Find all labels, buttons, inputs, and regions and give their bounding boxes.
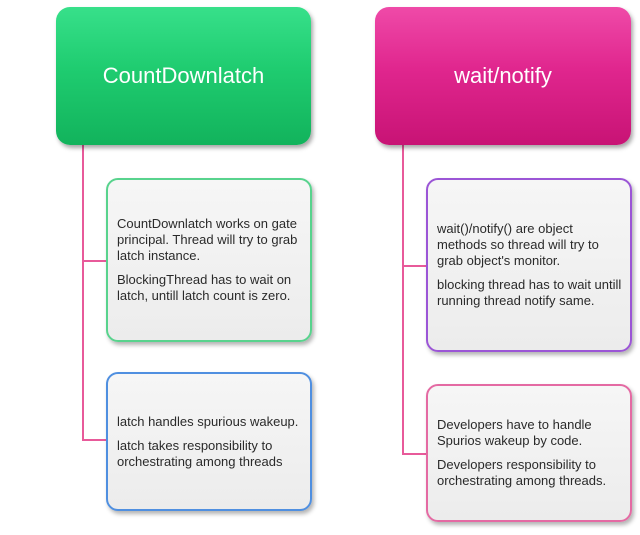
left-connector-branch-2: [82, 439, 106, 441]
wait-notify-wakeup-box: Developers have to handle Spurios wakeup…: [426, 384, 632, 522]
box-text: Developers responsibility to orchestrati…: [437, 457, 607, 488]
countdownlatch-mechanism-box: CountDownlatch works on gate principal. …: [106, 178, 312, 342]
right-connector-branch-2: [402, 453, 426, 455]
box-text: latch takes responsibility to orchestrat…: [117, 437, 283, 469]
right-connector-vertical: [402, 145, 404, 455]
box-text: latch handles spurious wakeup.: [117, 413, 299, 429]
countdownlatch-header: CountDownlatch: [56, 7, 311, 145]
countdownlatch-title: CountDownlatch: [102, 63, 265, 88]
box-text: CountDownlatch works on gate principal. …: [117, 216, 298, 263]
right-connector-branch-1: [402, 265, 426, 267]
box-text: blocking thread has to wait untill runni…: [437, 277, 622, 308]
box-text: wait()/notify() are object methods so th…: [437, 221, 599, 268]
countdownlatch-wakeup-box: latch handles spurious wakeup. latch tak…: [106, 372, 312, 511]
box-text: Developers have to handle Spurios wakeup…: [437, 417, 592, 448]
left-connector-vertical: [82, 145, 84, 441]
wait-notify-header: wait/notify: [375, 7, 631, 145]
left-connector-branch-1: [82, 260, 106, 262]
wait-notify-title: wait/notify: [454, 63, 552, 88]
wait-notify-mechanism-box: wait()/notify() are object methods so th…: [426, 178, 632, 352]
box-text: BlockingThread has to wait on latch, unt…: [117, 272, 292, 303]
